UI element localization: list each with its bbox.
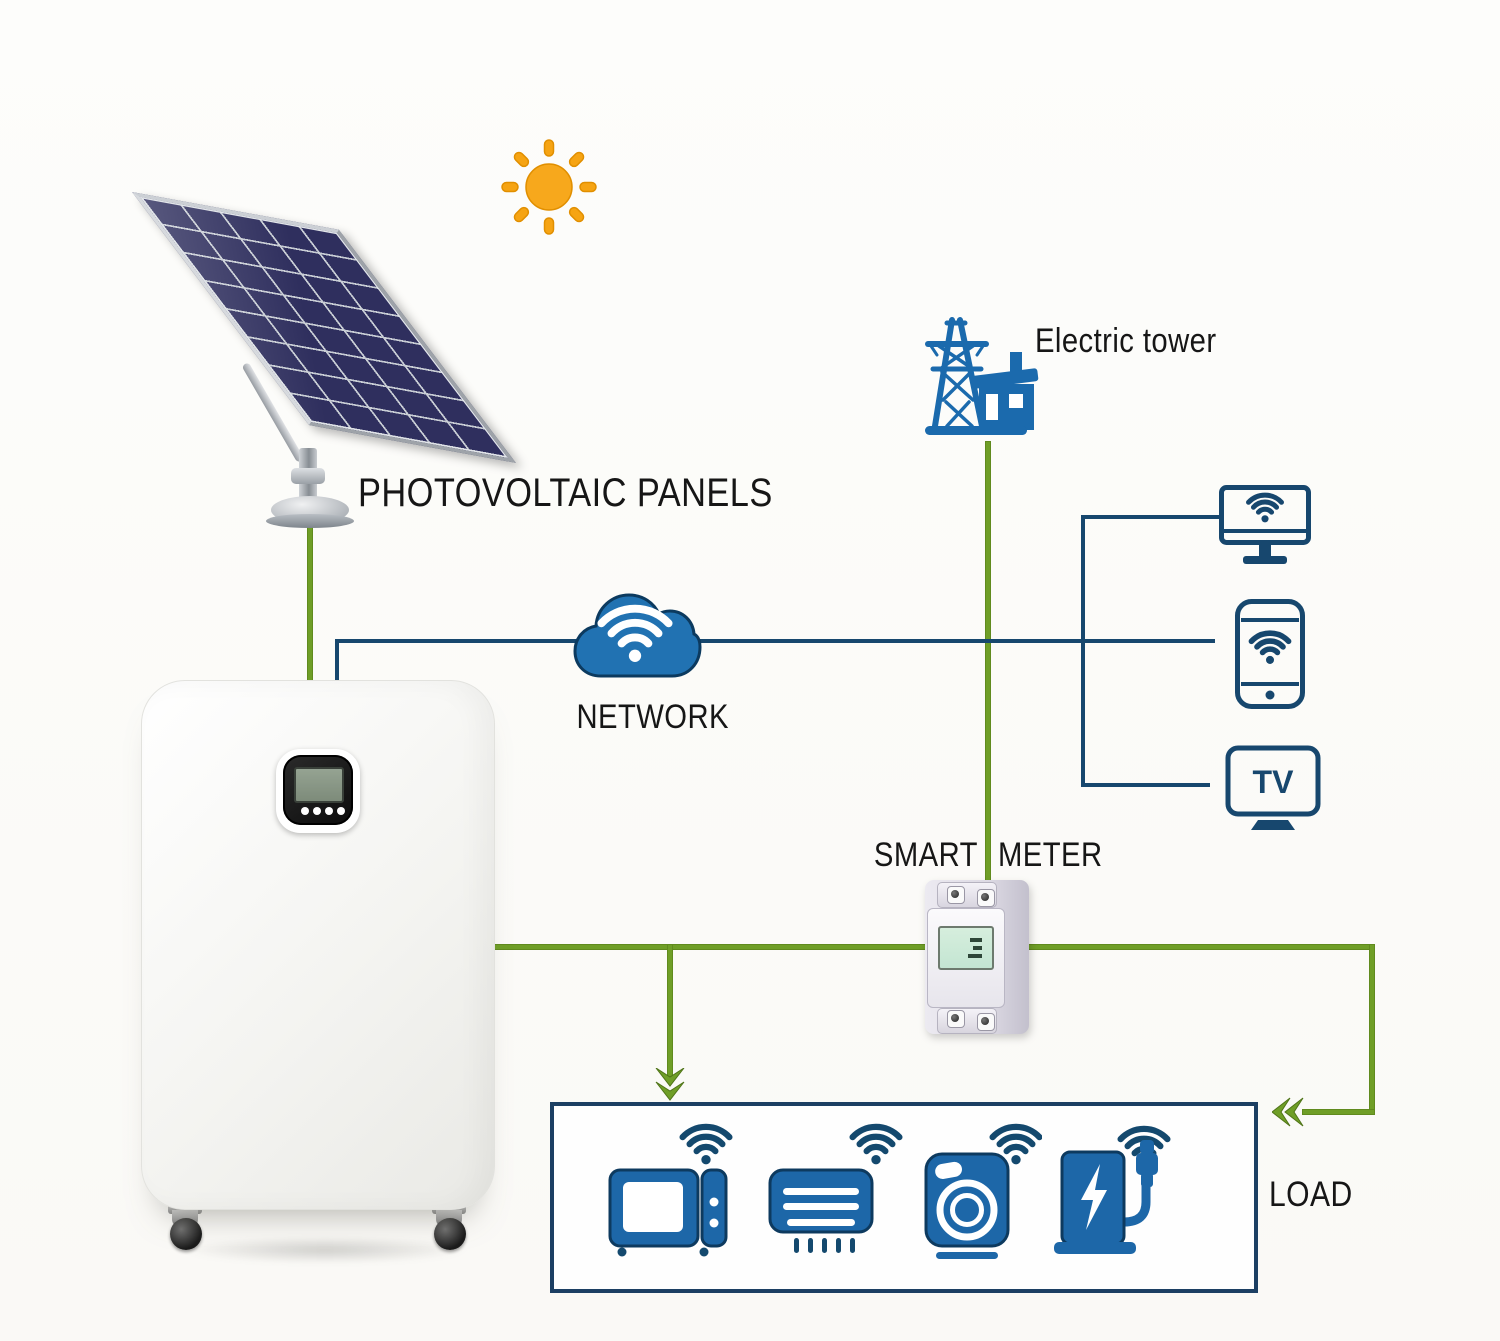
screw-icon — [977, 1013, 995, 1031]
solar-panel — [132, 192, 516, 463]
smartphone-wifi-icon — [1235, 599, 1305, 709]
line-panel-to-battery — [307, 522, 313, 684]
wifi-icon — [849, 1123, 903, 1165]
line-battery-to-meter — [480, 944, 930, 950]
screw-icon — [947, 886, 965, 904]
smart-meter-device — [925, 880, 1029, 1034]
smart-meter-label-word2: METER — [998, 836, 1103, 874]
electric-tower-icon — [925, 317, 1039, 435]
wifi-icon — [597, 604, 673, 662]
microwave-wifi-icon — [608, 1123, 733, 1257]
panel-base-ring — [266, 514, 354, 528]
line-branch-down-to-load — [667, 944, 673, 1078]
panel-pole-collar — [291, 468, 325, 484]
battery-display-button — [337, 807, 345, 815]
battery-display-screen — [294, 767, 344, 803]
battery-display-button — [325, 807, 333, 815]
line-network-horizontal — [335, 639, 1215, 643]
line-devices-vertical — [1081, 515, 1085, 787]
line-right-to-load — [1302, 1109, 1375, 1115]
wifi-cloud-icon — [573, 593, 702, 678]
computer-wifi-icon — [1219, 485, 1311, 564]
screw-icon — [947, 1010, 965, 1028]
load-box — [550, 1102, 1258, 1293]
washing-machine-wifi-icon — [924, 1123, 1042, 1259]
arrow-left-icon — [1272, 1097, 1304, 1127]
wifi-icon — [679, 1123, 733, 1165]
battery-display-button — [313, 807, 321, 815]
electric-tower-label: Electric tower — [1035, 322, 1217, 360]
network-label: NETWORK — [576, 698, 729, 736]
line-meter-to-right — [1028, 944, 1375, 950]
arrow-down-icon — [655, 1068, 685, 1101]
line-branch-computer — [1081, 515, 1222, 519]
battery-display-button — [301, 807, 309, 815]
smart-meter-label-word1: SMART — [874, 836, 978, 874]
line-battery-to-network-vertical — [335, 641, 339, 683]
air-conditioner-wifi-icon — [768, 1123, 903, 1253]
line-right-down — [1369, 944, 1375, 1115]
load-label: LOAD — [1269, 1175, 1353, 1214]
sun-icon — [501, 139, 597, 235]
wifi-icon — [1246, 492, 1284, 523]
battery-storage-unit — [141, 680, 495, 1210]
wifi-icon — [1248, 630, 1292, 664]
tv-screen-text: TV — [1253, 764, 1295, 800]
battery-floor-shadow — [180, 1236, 470, 1264]
screw-icon — [977, 889, 995, 907]
line-branch-tv — [1081, 783, 1210, 787]
ev-charger-wifi-icon — [1054, 1125, 1171, 1254]
tv-icon: TV — [1225, 745, 1321, 830]
photovoltaic-panels-label: PHOTOVOLTAIC PANELS — [358, 471, 773, 515]
line-tower-to-meter — [985, 441, 991, 887]
smart-meter-lcd — [938, 926, 994, 970]
wifi-icon — [989, 1123, 1042, 1165]
